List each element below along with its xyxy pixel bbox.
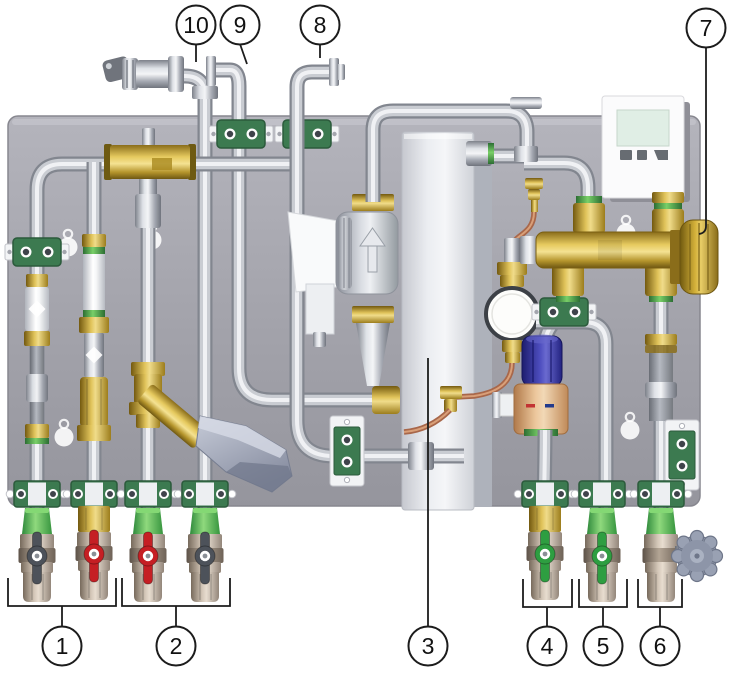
callout-7-label: 7 [700,15,713,41]
callout-10: 10 [175,4,217,62]
star-knob [670,529,724,583]
callout-3-label: 3 [422,633,435,659]
thermostatic-mixing-valve [492,334,569,436]
elbow-9-flange [206,56,216,86]
callout-6-label: 6 [654,633,667,659]
callout-4: 4 [522,579,573,667]
elbow-8-flange [329,58,339,86]
vertical-bracket-right [664,419,700,491]
copper-shine [403,409,451,433]
pipe-bracket [4,237,70,267]
pipe-bracket [208,119,274,149]
copper-elbow-fitting [440,386,462,412]
controller-button [620,150,632,160]
pump-union-bottom [352,306,394,323]
callout-5: 5 [578,579,628,667]
brass-manifold [520,192,719,302]
callout-1: 1 [7,578,117,667]
cold-mark [545,404,554,408]
elbow-8-nub [337,64,345,80]
callouts: 10 9 8 7 1 2 3 [7,4,727,667]
flow-sensor-housing [195,415,293,493]
pipe-shine [35,162,112,514]
circulation-pump [287,194,399,386]
elbow-collar [510,97,542,109]
elbow-collar [192,86,218,99]
ball-valve-5 [582,508,622,603]
copper-shine [455,362,513,398]
callout-3: 3 [407,358,449,667]
capillary-tap [525,178,543,212]
shutoff-fittings-left-1 [24,274,50,444]
ball-valve-2a [128,508,168,603]
ball-valve-1b [74,505,114,601]
callout-8: 8 [299,4,341,58]
pipe-union [408,442,434,470]
pump-union-top [352,194,394,211]
hx-bottom-union [372,386,400,414]
y-strainer [129,362,208,448]
safety-valve [102,56,184,92]
controller-button [637,150,647,160]
callout-10-label: 10 [183,12,209,38]
vertical-bracket-center [329,415,365,487]
callout-8-label: 8 [314,12,327,38]
controller-display [616,109,670,147]
pipe-shine [524,161,590,236]
junction-collar [514,146,538,162]
callout-7: 7 [685,7,727,235]
sight-glass-check-valve [77,234,111,441]
reducer-fitting [135,178,161,228]
adjustment-knob [670,219,719,295]
callout-5-label: 5 [597,633,610,659]
callout-6: 6 [637,579,683,667]
pump-taper [356,323,390,386]
pipe-bracket-right [531,297,597,327]
pipe-shine [295,70,464,458]
callout-4-label: 4 [541,633,554,659]
heat-meter-spool [104,128,196,180]
ball-valve-4 [525,505,565,601]
ball-valve-1a [17,508,57,603]
callout-2: 2 [121,578,231,667]
callout-2-label: 2 [170,633,183,659]
heat-exchanger [401,131,494,511]
pipe-bracket [274,119,340,149]
controller-unit [601,95,690,202]
pipe-shine [371,109,529,202]
ball-valve-2b [185,508,225,603]
flow-arrow-icon [359,227,386,273]
callout-9-label: 9 [234,12,247,38]
hot-mark [526,404,535,408]
callout-1-label: 1 [56,633,69,659]
fill-pipe-fittings [645,334,677,421]
pipe-shine [214,68,390,402]
callout-9: 9 [219,4,261,65]
controller-button [654,150,668,160]
